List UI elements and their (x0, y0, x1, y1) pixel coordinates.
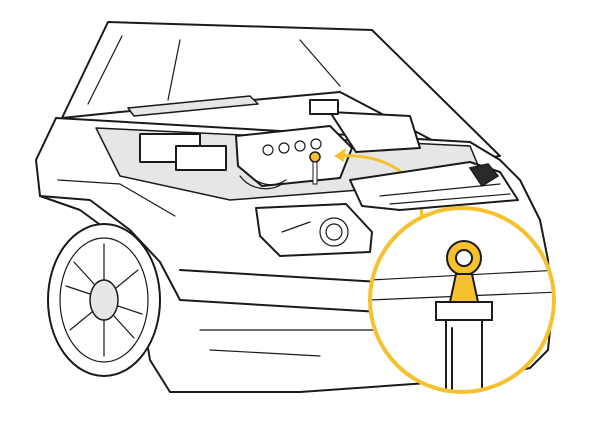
dipstick-tube-collar (435, 301, 493, 321)
engine-bay (95, 99, 481, 201)
magnifier-callout (368, 206, 556, 394)
front-wheel (47, 223, 161, 377)
badge (468, 163, 500, 188)
engine-cover (235, 125, 353, 187)
coolant-reservoir (329, 111, 421, 153)
dipstick-handle-small (309, 151, 321, 163)
arrow-head (334, 148, 346, 162)
front-grille (349, 161, 519, 211)
dipstick-handle-stem (448, 273, 480, 303)
headlight (255, 203, 373, 257)
open-hood (61, 21, 501, 161)
